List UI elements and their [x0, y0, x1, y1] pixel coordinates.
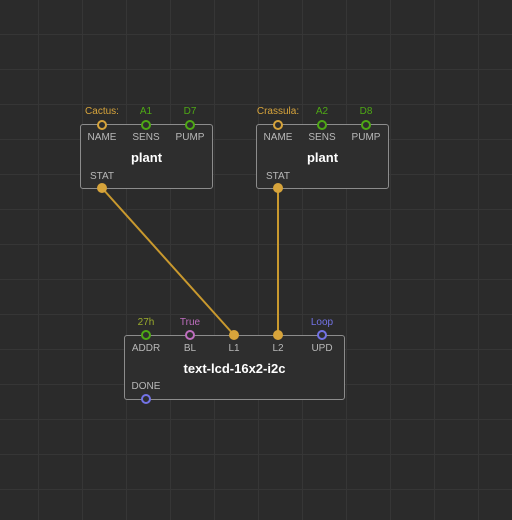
pin-upd-input[interactable]	[317, 330, 327, 340]
pin-label-stat: STAT	[265, 171, 291, 182]
pin-value-addr: 27h	[137, 317, 155, 328]
pin-label-l1: L1	[228, 343, 240, 354]
pin-label-name: NAME	[263, 132, 293, 143]
pin-name-input[interactable]	[97, 120, 107, 130]
pin-stat-output[interactable]	[97, 183, 107, 193]
pin-value-upd: Loop	[310, 317, 334, 328]
node-title: plant	[306, 150, 339, 165]
pin-pump-input[interactable]	[361, 120, 371, 130]
pin-done-output[interactable]	[141, 394, 151, 404]
node-title: plant	[130, 150, 163, 165]
pin-label-done: DONE	[131, 381, 161, 392]
pin-label-stat: STAT	[89, 171, 115, 182]
pin-label-bl: BL	[183, 343, 197, 354]
pin-label-l2: L2	[272, 343, 284, 354]
pin-label-pump: PUMP	[175, 132, 205, 143]
pin-value-pump: D8	[359, 106, 373, 117]
pin-value-name: Crassula:	[256, 106, 300, 117]
pin-stat-output[interactable]	[273, 183, 283, 193]
pin-value-bl: True	[179, 317, 201, 328]
pin-label-name: NAME	[87, 132, 117, 143]
pin-label-sens: SENS	[308, 132, 336, 143]
pin-bl-input[interactable]	[185, 330, 195, 340]
pin-value-sens: A2	[315, 106, 329, 117]
pin-pump-input[interactable]	[185, 120, 195, 130]
pin-sens-input[interactable]	[317, 120, 327, 130]
pin-name-input[interactable]	[273, 120, 283, 130]
pin-value-name: Cactus:	[85, 106, 119, 117]
pin-label-sens: SENS	[132, 132, 160, 143]
pin-value-pump: D7	[183, 106, 197, 117]
pin-l2-input[interactable]	[273, 330, 283, 340]
pin-sens-input[interactable]	[141, 120, 151, 130]
node-text-lcd[interactable]: text-lcd-16x2-i2c	[124, 335, 345, 400]
pin-addr-input[interactable]	[141, 330, 151, 340]
pin-label-addr: ADDR	[131, 343, 161, 354]
pin-value-sens: A1	[139, 106, 153, 117]
pin-label-upd: UPD	[311, 343, 333, 354]
node-title: text-lcd-16x2-i2c	[183, 361, 286, 376]
pin-label-pump: PUMP	[351, 132, 381, 143]
pin-l1-input[interactable]	[229, 330, 239, 340]
